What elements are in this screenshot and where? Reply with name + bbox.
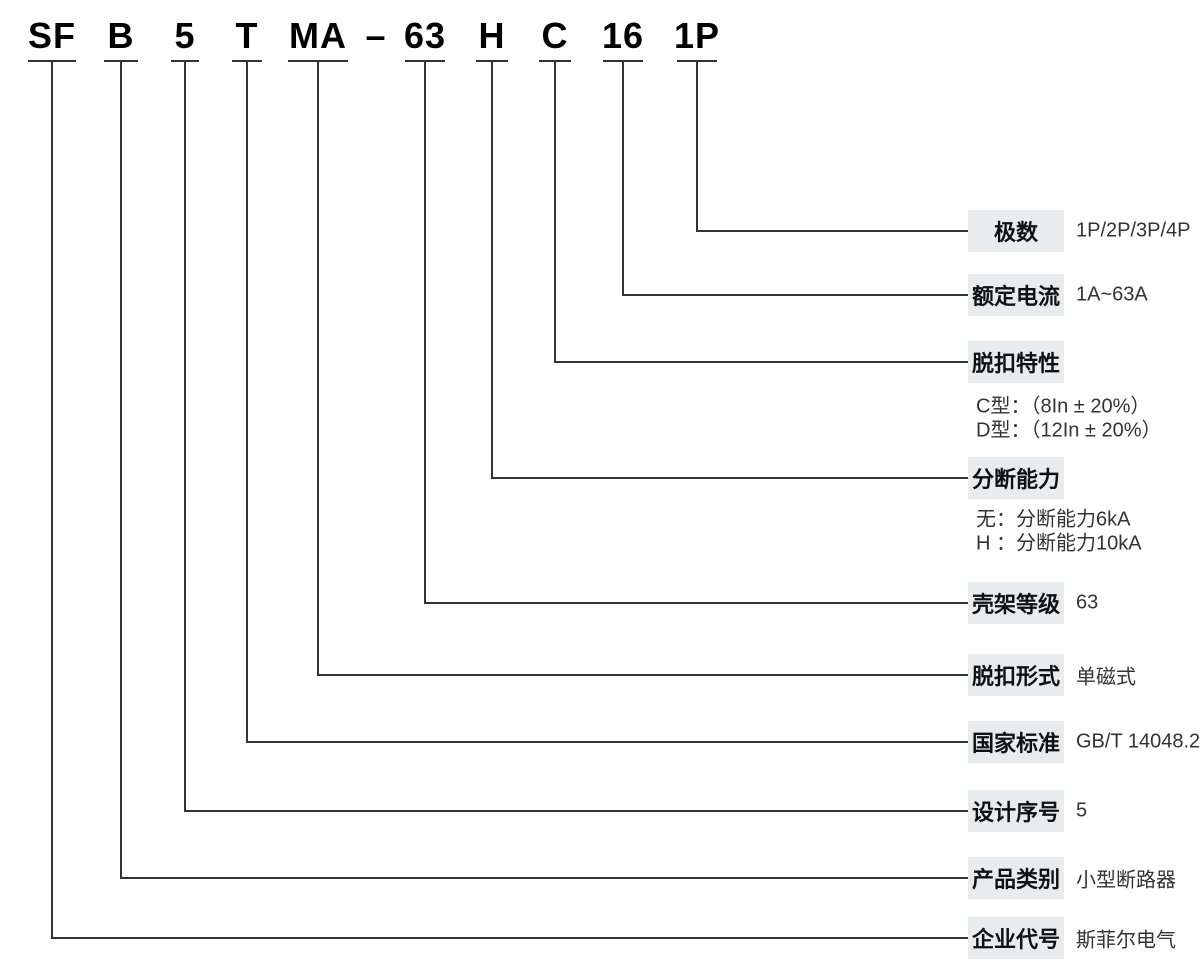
value-frame-level: 63 [1076, 591, 1099, 614]
label-text-trip-type: 脱扣形式 [971, 664, 1060, 689]
label-text-product-category: 产品类别 [971, 867, 1060, 892]
connector-national-standard [232, 60, 968, 743]
connector-design-serial [171, 60, 968, 812]
label-box-poles: 极数 [968, 210, 1064, 252]
label-box-enterprise-code: 企业代号 [968, 917, 1064, 959]
model-code-segment-2: B [107, 15, 135, 56]
model-code-segment-9: C [541, 15, 569, 56]
model-code-segment-10: 16 [601, 15, 645, 56]
note-breaking-capacity-1: 无：分断能力6kA [976, 508, 1131, 531]
label-box-product-category: 产品类别 [968, 857, 1064, 899]
model-code-segment-8: H [478, 15, 506, 56]
label-box-national-standard: 国家标准 [968, 721, 1064, 763]
value-poles: 1P/2P/3P/4P [1076, 219, 1191, 242]
model-code-segment-6: – [365, 15, 387, 56]
value-enterprise-code: 斯菲尔电气 [1076, 929, 1176, 952]
model-code-segment-5: MA [289, 15, 347, 56]
connector-trip-characteristic [539, 60, 968, 363]
connector-poles [677, 60, 968, 232]
value-national-standard: GB/T 14048.2 [1076, 730, 1200, 753]
label-text-breaking-capacity: 分断能力 [971, 467, 1060, 492]
label-text-design-serial: 设计序号 [971, 800, 1060, 825]
label-text-poles: 极数 [993, 220, 1038, 245]
connector-enterprise-code [28, 60, 968, 939]
label-box-frame-level: 壳架等级 [968, 582, 1064, 624]
label-box-breaking-capacity: 分断能力 [968, 457, 1064, 499]
label-text-trip-characteristic: 脱扣特性 [971, 351, 1060, 376]
label-box-trip-type: 脱扣形式 [968, 654, 1064, 696]
note-trip-characteristic-1: C型：（8In ± 20%） [976, 395, 1151, 418]
connector-breaking-capacity [476, 60, 968, 479]
model-code-segment-3: 5 [174, 15, 196, 56]
note-trip-characteristic-2: D型：（12In ± 20%） [976, 419, 1162, 442]
connector-trip-type [288, 60, 968, 676]
value-product-category: 小型断路器 [1076, 869, 1176, 892]
label-box-rated-current: 额定电流 [968, 274, 1064, 316]
label-box-design-serial: 设计序号 [968, 790, 1064, 832]
note-breaking-capacity-2: H ：分断能力10kA [976, 532, 1142, 555]
connector-rated-current [603, 60, 968, 296]
label-box-trip-characteristic: 脱扣特性 [968, 341, 1064, 383]
label-text-frame-level: 壳架等级 [971, 592, 1060, 617]
label-text-enterprise-code: 企业代号 [971, 927, 1060, 952]
connector-product-category [104, 60, 968, 879]
model-code-segment-1: SF [27, 15, 77, 56]
label-text-rated-current: 额定电流 [971, 284, 1060, 309]
label-text-national-standard: 国家标准 [971, 731, 1060, 756]
value-trip-type: 单磁式 [1076, 666, 1136, 689]
model-code-segment-11: 1P [673, 15, 721, 56]
value-rated-current: 1A~63A [1076, 283, 1148, 306]
model-code-segment-7: 63 [403, 15, 447, 56]
connector-frame-level [405, 60, 968, 604]
value-design-serial: 5 [1076, 799, 1088, 822]
model-code-segment-4: T [235, 15, 259, 56]
